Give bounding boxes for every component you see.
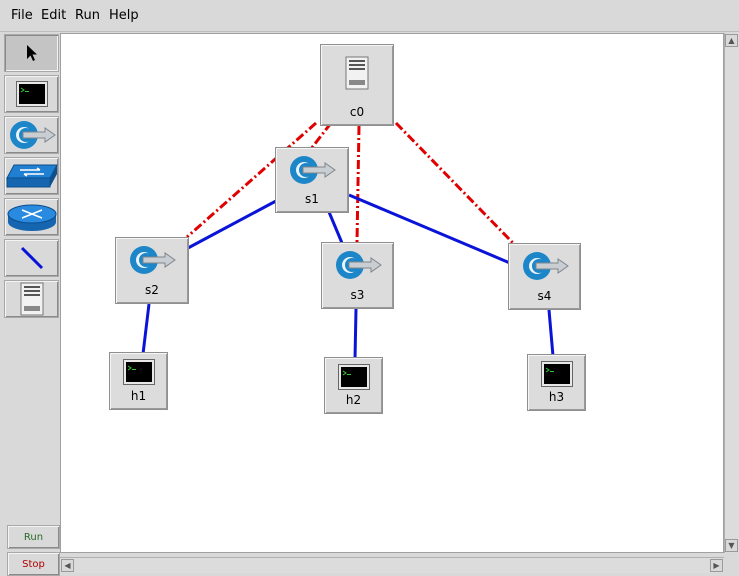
vertical-scrollbar[interactable]: ▲ ▼ (724, 33, 739, 553)
menu-help[interactable]: Help (109, 8, 139, 23)
node-h1[interactable]: h1 (109, 352, 168, 410)
select-tool[interactable] (4, 34, 59, 72)
node-label: c0 (349, 105, 365, 119)
control-link-c0-s2[interactable] (186, 121, 317, 239)
router-tool[interactable] (4, 198, 59, 236)
link-tool[interactable] (4, 239, 59, 277)
links-layer (141, 121, 555, 360)
control-link-c0-s3[interactable] (355, 125, 361, 243)
scroll-up-icon[interactable]: ▲ (725, 34, 738, 47)
node-h2[interactable]: h2 (324, 357, 383, 414)
controller-server-icon (345, 56, 369, 90)
arrow-pointer-icon (26, 45, 37, 61)
run-button[interactable]: Run (7, 525, 60, 549)
terminal-icon (540, 361, 573, 387)
scroll-down-icon[interactable]: ▼ (725, 539, 738, 552)
node-label: s2 (145, 283, 159, 297)
menu-bar: File Edit Run Help (0, 0, 739, 32)
node-label: h3 (548, 390, 565, 404)
data-link-s1-s2[interactable] (187, 199, 277, 250)
node-label: s1 (305, 192, 319, 206)
node-s2[interactable]: s2 (115, 237, 189, 304)
router-icon (7, 204, 56, 231)
link-line-icon (20, 246, 43, 270)
data-link-s1-s4[interactable] (348, 193, 511, 265)
openflow-switch-icon (9, 121, 56, 149)
data-link-s2-h1[interactable] (141, 303, 151, 355)
horizontal-scrollbar[interactable]: ◀ ▶ (60, 557, 724, 573)
node-label: s4 (537, 289, 552, 303)
node-c0[interactable]: c0 (320, 44, 394, 126)
data-link-s3-h2[interactable] (353, 308, 358, 360)
control-link-c0-s1[interactable] (305, 122, 333, 155)
terminal-icon (15, 81, 48, 107)
menu-file[interactable]: File (11, 8, 33, 23)
node-s1[interactable]: s1 (275, 147, 349, 213)
data-link-s4-h3[interactable] (547, 309, 555, 357)
scroll-left-icon[interactable]: ◀ (61, 559, 74, 572)
switch-tool[interactable] (4, 116, 59, 154)
openflow-switch-icon (522, 252, 569, 280)
terminal-icon (122, 359, 155, 385)
node-label: s3 (350, 288, 365, 302)
stop-button-label: Stop (22, 558, 45, 570)
menu-edit[interactable]: Edit (41, 8, 67, 23)
openflow-switch-icon (290, 156, 336, 184)
node-label: h2 (345, 393, 362, 407)
openflow-switch-icon (335, 251, 382, 279)
topology-canvas[interactable]: c0 s1 s2 s3 (60, 33, 724, 553)
node-s3[interactable]: s3 (321, 242, 394, 309)
control-link-c0-s4[interactable] (394, 121, 515, 245)
menu-run[interactable]: Run (75, 8, 100, 23)
node-s4[interactable]: s4 (508, 243, 581, 310)
run-button-label: Run (23, 531, 44, 543)
scroll-right-icon[interactable]: ▶ (710, 559, 723, 572)
legacy-switch-icon (5, 164, 58, 188)
host-tool[interactable] (4, 75, 59, 113)
data-link-s1-s3[interactable] (327, 211, 344, 244)
stop-button[interactable]: Stop (7, 552, 60, 576)
terminal-icon (337, 364, 370, 390)
toolbar: Run Stop (3, 33, 60, 576)
node-h3[interactable]: h3 (527, 354, 586, 411)
node-label: h1 (130, 389, 147, 403)
legacy-switch-tool[interactable] (4, 157, 59, 195)
controller-server-icon (20, 282, 43, 316)
openflow-switch-icon (130, 246, 176, 274)
controller-tool[interactable] (4, 280, 59, 318)
